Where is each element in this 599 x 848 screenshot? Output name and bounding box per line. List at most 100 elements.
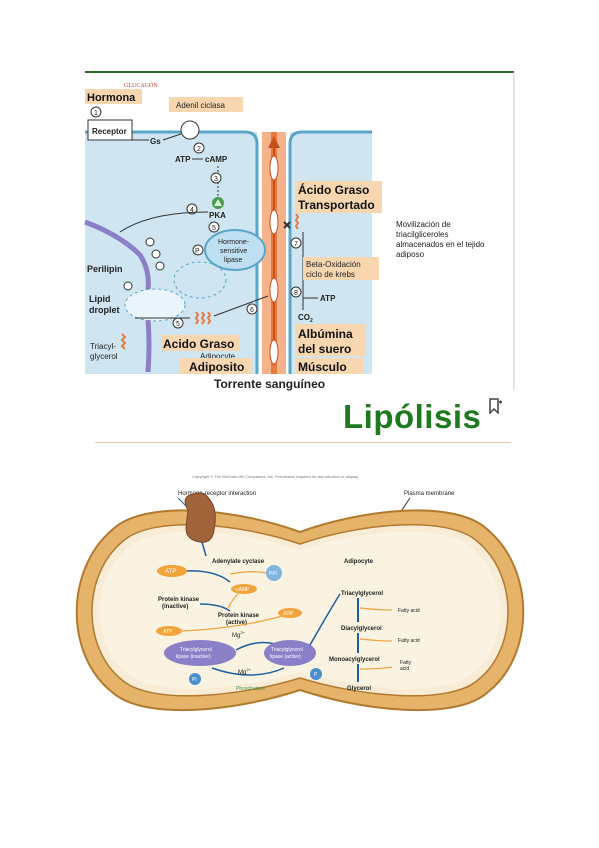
atp2-label: ATP	[163, 629, 173, 635]
purple-membrane-lower	[145, 319, 152, 373]
pka-triangle	[214, 199, 222, 206]
to-ppi-arrow	[229, 571, 267, 575]
atp-to-camp-arrow	[186, 570, 231, 583]
tg-zigzag	[120, 333, 127, 350]
pka-label: PKA	[209, 211, 226, 220]
perilipin-phosphate	[151, 249, 161, 259]
step-3-number: 3	[214, 176, 218, 183]
atp-label: ATP	[165, 569, 176, 575]
albumina-line-2: del suero	[298, 342, 351, 356]
step-2-marker	[193, 142, 205, 154]
mg-text: Mg	[232, 633, 240, 639]
hsl-label-line-3: lipase	[224, 257, 242, 264]
hormona-label: Hormona	[87, 92, 136, 104]
lipid-droplet-label-2: droplet	[89, 305, 120, 315]
tg-lipase-inactive-line-1: Triacylglycerol	[180, 647, 212, 653]
pi-label: Pi	[192, 677, 196, 683]
lipolysis-adipocyte-diagram: Copyright © The McGraw-Hill Companies, I…	[75, 474, 525, 712]
musculo-label: Músculo	[298, 360, 347, 374]
ppi-label: PPi	[269, 571, 277, 577]
acido-graso-transportado-line-1: Ácido Graso	[298, 182, 369, 197]
atp2-pill	[156, 626, 182, 636]
albumin-capsule	[269, 209, 279, 235]
co2-subscript: 2	[310, 318, 313, 324]
beta-oxidacion-line-2: ciclo de krebs	[306, 270, 355, 279]
step-8-marker	[290, 286, 302, 298]
adipocyte-label: Adipocyte	[200, 352, 236, 361]
diacylglycerol-label: Diacylglycerol	[341, 626, 382, 632]
step-7-number: 7	[294, 241, 298, 248]
lipase-dashed-shadow	[173, 261, 227, 299]
albumin-capsule	[269, 339, 279, 365]
fatty-acid-3-line-2: acid	[400, 666, 409, 672]
hsl-label-line-2: sensitive	[220, 248, 247, 255]
step-5-number: 5	[212, 225, 216, 232]
perilipin-chain	[84, 219, 151, 291]
acido-graso-label: Acido Graso	[163, 337, 234, 351]
phosphate-circle	[310, 668, 322, 680]
adp-label: ADP	[283, 611, 294, 617]
torrente-label: Torrente sanguíneo	[214, 377, 325, 391]
albumin-capsule	[269, 277, 279, 303]
dephosphorylation-arrow	[211, 667, 285, 676]
pk-active-line-1: Protein kinase	[218, 613, 260, 619]
triacylglycerol-label-1: Triacyl-	[90, 342, 116, 351]
step-5-marker	[208, 221, 220, 233]
phosphatase-label: Phosphatase	[236, 686, 265, 692]
mg2-superscript: 2+	[246, 667, 251, 672]
fatty-acid-2-label: Fatty acid	[398, 638, 420, 644]
fa2-arrow	[359, 638, 393, 642]
atp-right-label: ATP	[320, 294, 336, 303]
step-6-number: 6	[250, 307, 254, 314]
acido-graso-transportado-box	[296, 181, 382, 213]
receptor-to-cyclase-arrow	[201, 541, 207, 557]
adipocyte-label: Adipocyte	[344, 559, 374, 565]
pk-activation-arrow	[199, 603, 231, 612]
step-5b-number: 5	[176, 321, 180, 328]
tg-lipase-inactive-line-2: lipase (inactive)	[176, 654, 211, 660]
pk-active-line-2: (active)	[226, 620, 247, 626]
lipid-droplet	[124, 288, 186, 322]
acido-graso-transportado-line-2: Transportado	[298, 198, 375, 212]
perilipin-phosphate	[155, 261, 165, 271]
plasma-membrane-label: Plasma membrane	[404, 491, 455, 497]
step-8-number: 8	[294, 290, 298, 297]
gs-label: Gs	[150, 137, 161, 146]
lipase-to-tg-arrow	[309, 593, 341, 646]
musculo-box	[296, 358, 363, 374]
adenil-ciclasa-box	[169, 97, 243, 112]
adp-pill	[278, 608, 302, 618]
bookmark-icon[interactable]	[488, 398, 502, 414]
albumina-box	[296, 324, 366, 356]
movilizacion-line-3: almacenados en el tejido	[396, 240, 485, 249]
receptor-label: Receptor	[92, 127, 127, 136]
atp2-arrow	[181, 615, 283, 632]
step-7-marker	[290, 237, 302, 249]
transported-fa-zigzag	[294, 213, 300, 230]
adiposito-box	[180, 358, 252, 374]
fa1-arrow	[359, 607, 393, 611]
glucagon-label: GLUCAGÓN	[124, 81, 158, 89]
beta-oxidacion-line-1: Beta-Oxidación	[306, 260, 361, 269]
triacylglycerol-label: Triacylglycerol	[341, 591, 383, 597]
mg-superscript: 2+	[240, 630, 245, 635]
copyright-text: Copyright © The McGraw-Hill Companies, I…	[192, 474, 359, 479]
co2-text: CO	[298, 313, 310, 322]
triacylglycerol-label-2: glycerol	[90, 352, 118, 361]
beta-oxidacion-box	[303, 257, 379, 280]
fatty-acid-1-label: Fatty acid	[398, 608, 420, 614]
gs-to-cyclase-arrow	[162, 133, 182, 141]
muscle-membrane	[288, 130, 372, 374]
hormona-label-box	[85, 89, 142, 104]
adenylyl-cyclase-enzyme	[180, 120, 200, 140]
page-title: Lipólisis	[343, 398, 482, 435]
tg-lipase-active-line-1: Triacylglycerol	[271, 647, 303, 653]
fa3-arrow	[359, 666, 393, 670]
movilizacion-line-4: adiposo	[396, 250, 425, 259]
hsl-label-line-1: Hormone-	[218, 239, 250, 246]
step-4-marker	[186, 203, 198, 215]
pka-to-perilipin-arrow	[119, 211, 209, 233]
phosphate-label: P	[314, 672, 318, 678]
separator-line	[95, 442, 511, 443]
camp-to-pk-arrow	[227, 593, 239, 609]
